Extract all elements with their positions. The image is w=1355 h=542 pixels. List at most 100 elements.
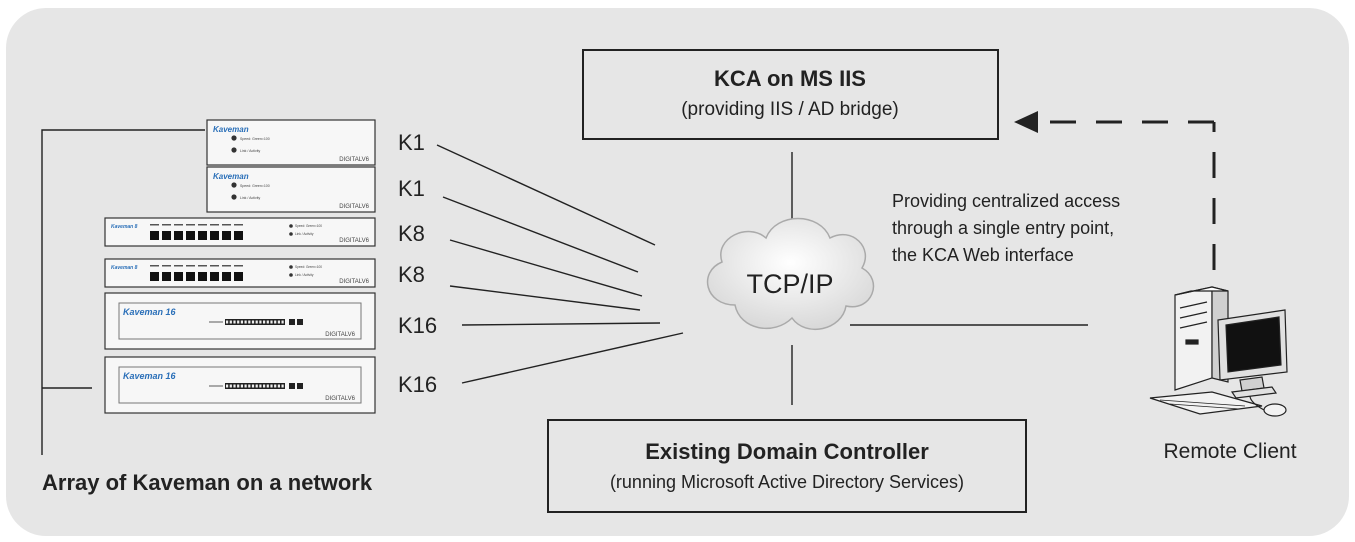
port-icon <box>270 384 273 388</box>
port-icon <box>251 384 255 388</box>
port-icon <box>270 320 273 324</box>
led-label: Speed: Green=100 <box>295 224 322 228</box>
port-icon <box>229 384 232 388</box>
device-brand-label: Kaveman 8 <box>111 224 138 230</box>
computer-icon <box>1149 286 1288 417</box>
k8-a-link <box>449 239 643 297</box>
port-icon <box>251 320 255 324</box>
domain-controller-box: Existing Domain Controller (running Micr… <box>547 419 1027 513</box>
port-icon <box>281 384 284 388</box>
port-icon <box>233 320 236 324</box>
port-led-icon <box>210 224 219 226</box>
led-label: Link / Activity <box>240 196 260 200</box>
port-icon <box>266 320 269 324</box>
port-led-icon <box>186 224 195 226</box>
port-led-icon <box>174 224 183 226</box>
device-chassis <box>206 119 376 166</box>
device-badge: DIGITALV6 <box>339 238 369 244</box>
port-led-icon <box>150 224 159 226</box>
k1-a-link <box>436 144 656 246</box>
led-icon <box>231 182 237 188</box>
device-model-label: K1 <box>398 130 425 155</box>
port-icon <box>263 384 266 388</box>
port-icon <box>255 384 258 388</box>
port-icon <box>229 320 232 324</box>
k16-b-link <box>461 332 684 384</box>
port-icon <box>162 231 171 240</box>
led-icon <box>289 224 293 228</box>
port-led-icon <box>210 265 219 267</box>
port-led-icon <box>234 265 243 267</box>
port-bank-icon <box>225 319 285 325</box>
device-badge: DIGITALV6 <box>339 204 369 210</box>
port-icon <box>259 384 262 388</box>
remote-client-label: Remote Client <box>1163 440 1296 463</box>
port-icon <box>234 231 243 240</box>
port-icon <box>210 231 219 240</box>
description-line-3: the KCA Web interface <box>892 245 1074 265</box>
description-line-1: Providing centralized access <box>892 191 1120 211</box>
device-badge: DIGITALV6 <box>339 279 369 285</box>
port-icon <box>186 231 195 240</box>
port-led-icon <box>198 265 207 267</box>
port-icon <box>226 320 229 324</box>
port-icon <box>289 383 295 389</box>
led-label: Speed: Green=100 <box>240 137 270 141</box>
description-text: Providing centralized access through a s… <box>892 191 1120 265</box>
led-label: Link / Activity <box>295 232 314 236</box>
port-icon <box>255 320 258 324</box>
led-icon <box>231 194 237 200</box>
port-icon <box>244 384 247 388</box>
port-led-icon <box>162 224 171 226</box>
port-led-icon <box>186 265 195 267</box>
port-icon <box>281 320 284 324</box>
device-model-label: K16 <box>398 372 437 397</box>
port-icon <box>248 384 251 388</box>
kca-title: KCA on MS IIS <box>714 66 866 91</box>
port-led-icon <box>222 224 231 226</box>
connector-lines <box>41 129 1088 455</box>
device-brand-label: Kaveman 16 <box>123 307 177 317</box>
port-icon <box>277 320 280 324</box>
device-faceplate <box>118 366 362 404</box>
led-icon <box>289 265 293 269</box>
device-brand-label: Kaveman 8 <box>111 265 138 271</box>
port-led-icon <box>150 265 159 267</box>
led-label: Speed: Green=100 <box>295 265 322 269</box>
array-bracket <box>41 129 205 455</box>
k16-a-link <box>461 322 661 326</box>
port-icon <box>233 384 236 388</box>
led-label: Speed: Green=100 <box>240 184 270 188</box>
array-caption: Array of Kaveman on a network <box>42 470 373 495</box>
led-label: Link / Activity <box>240 149 260 153</box>
port-led-icon <box>222 265 231 267</box>
port-led-icon <box>162 265 171 267</box>
port-icon <box>237 320 240 324</box>
port-icon <box>150 231 159 240</box>
device-model-label: K1 <box>398 176 425 201</box>
device-chassis <box>206 166 376 213</box>
port-icon <box>198 231 207 240</box>
device-brand-label: Kaveman <box>213 172 249 181</box>
k1-b-link <box>442 196 639 273</box>
port-icon <box>274 384 277 388</box>
device-faceplate <box>118 302 362 340</box>
device-badge: DIGITALV6 <box>325 332 355 338</box>
description-line-2: through a single entry point, <box>892 218 1114 238</box>
kca-box: KCA on MS IIS (providing IIS / AD bridge… <box>582 49 999 140</box>
port-icon <box>186 272 195 281</box>
dc-subtitle: (running Microsoft Active Directory Serv… <box>610 472 964 492</box>
port-led-icon <box>174 265 183 267</box>
port-icon <box>289 319 295 325</box>
led-icon <box>231 147 237 153</box>
port-icon <box>263 320 266 324</box>
device-badge: DIGITALV6 <box>325 396 355 402</box>
port-icon <box>297 383 303 389</box>
port-icon <box>198 272 207 281</box>
